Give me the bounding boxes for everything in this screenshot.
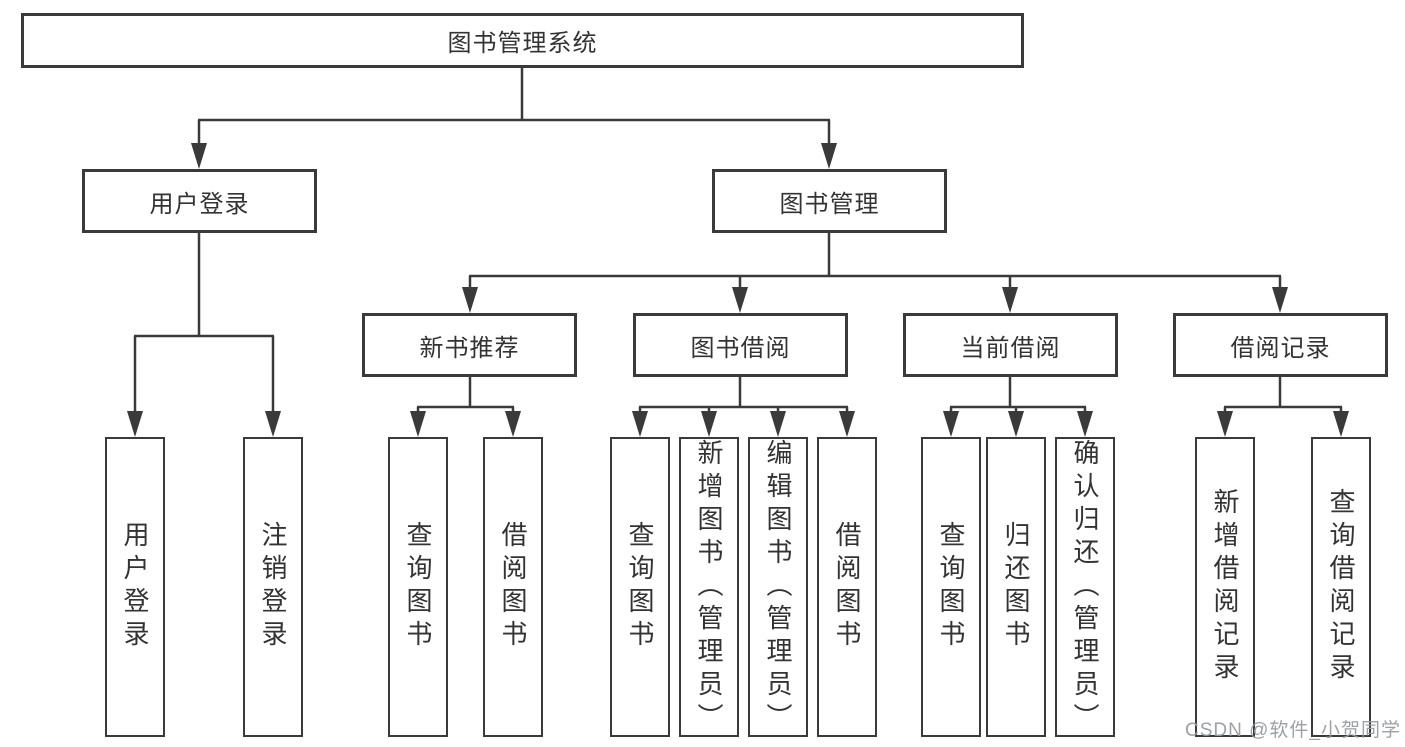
node-borrowing-records-label: 借阅记录: [1230, 334, 1331, 362]
node-borrowing-records: 借阅记录: [1173, 313, 1388, 377]
leaf-user-login-label: 用户登录: [120, 521, 150, 653]
leaf-query-books-recommend: 查询图书: [388, 437, 448, 737]
node-new-book-recommendation: 新书推荐: [362, 313, 577, 377]
leaf-edit-books-admin-label: 编辑图书（管理员）: [763, 439, 793, 736]
leaf-query-books-borrowing: 查询图书: [610, 437, 670, 737]
node-current-borrowing-label: 当前借阅: [960, 334, 1061, 362]
leaf-query-borrow-record-label: 查询借阅记录: [1326, 488, 1356, 686]
leaf-confirm-return-admin-label: 确认归还（管理员）: [1070, 439, 1100, 736]
leaf-borrow-books-recommend-label: 借阅图书: [498, 521, 528, 653]
node-library-system-label: 图书管理系统: [447, 30, 598, 57]
leaf-borrow-books-borrowing: 借阅图书: [817, 437, 877, 737]
leaf-user-login: 用户登录: [105, 437, 165, 737]
leaf-query-books-recommend-label: 查询图书: [403, 521, 433, 653]
leaf-return-books-label: 归还图书: [1001, 521, 1031, 653]
leaf-add-borrow-record: 新增借阅记录: [1195, 437, 1255, 737]
leaf-borrow-books-recommend: 借阅图书: [483, 437, 543, 737]
leaf-confirm-return-admin: 确认归还（管理员）: [1055, 437, 1115, 737]
leaf-query-borrow-record: 查询借阅记录: [1311, 437, 1371, 737]
leaf-add-borrow-record-label: 新增借阅记录: [1210, 488, 1240, 686]
leaf-logout: 注销登录: [243, 437, 303, 737]
leaf-query-books-current: 查询图书: [921, 437, 981, 737]
node-user-login-label: 用户登录: [149, 190, 250, 218]
leaf-add-books-admin-label: 新增图书（管理员）: [694, 439, 724, 736]
arrowhead-icons: [127, 143, 1349, 437]
node-book-borrowing: 图书借阅: [633, 313, 848, 377]
watermark: CSDN @软件_小贺同学: [1185, 720, 1401, 741]
leaf-return-books: 归还图书: [986, 437, 1046, 737]
node-user-login: 用户登录: [82, 169, 317, 233]
node-new-book-recommendation-label: 新书推荐: [419, 334, 520, 362]
node-book-borrowing-label: 图书借阅: [690, 334, 791, 362]
leaf-add-books-admin: 新增图书（管理员）: [679, 437, 739, 737]
node-current-borrowing: 当前借阅: [903, 313, 1118, 377]
leaf-borrow-books-borrowing-label: 借阅图书: [832, 521, 862, 653]
node-book-management: 图书管理: [712, 169, 947, 233]
node-library-system: 图书管理系统: [21, 13, 1024, 68]
node-book-management-label: 图书管理: [779, 190, 880, 218]
leaf-query-books-current-label: 查询图书: [936, 521, 966, 653]
leaf-edit-books-admin: 编辑图书（管理员）: [748, 437, 808, 737]
leaf-query-books-borrowing-label: 查询图书: [625, 521, 655, 653]
leaf-logout-label: 注销登录: [258, 521, 288, 653]
